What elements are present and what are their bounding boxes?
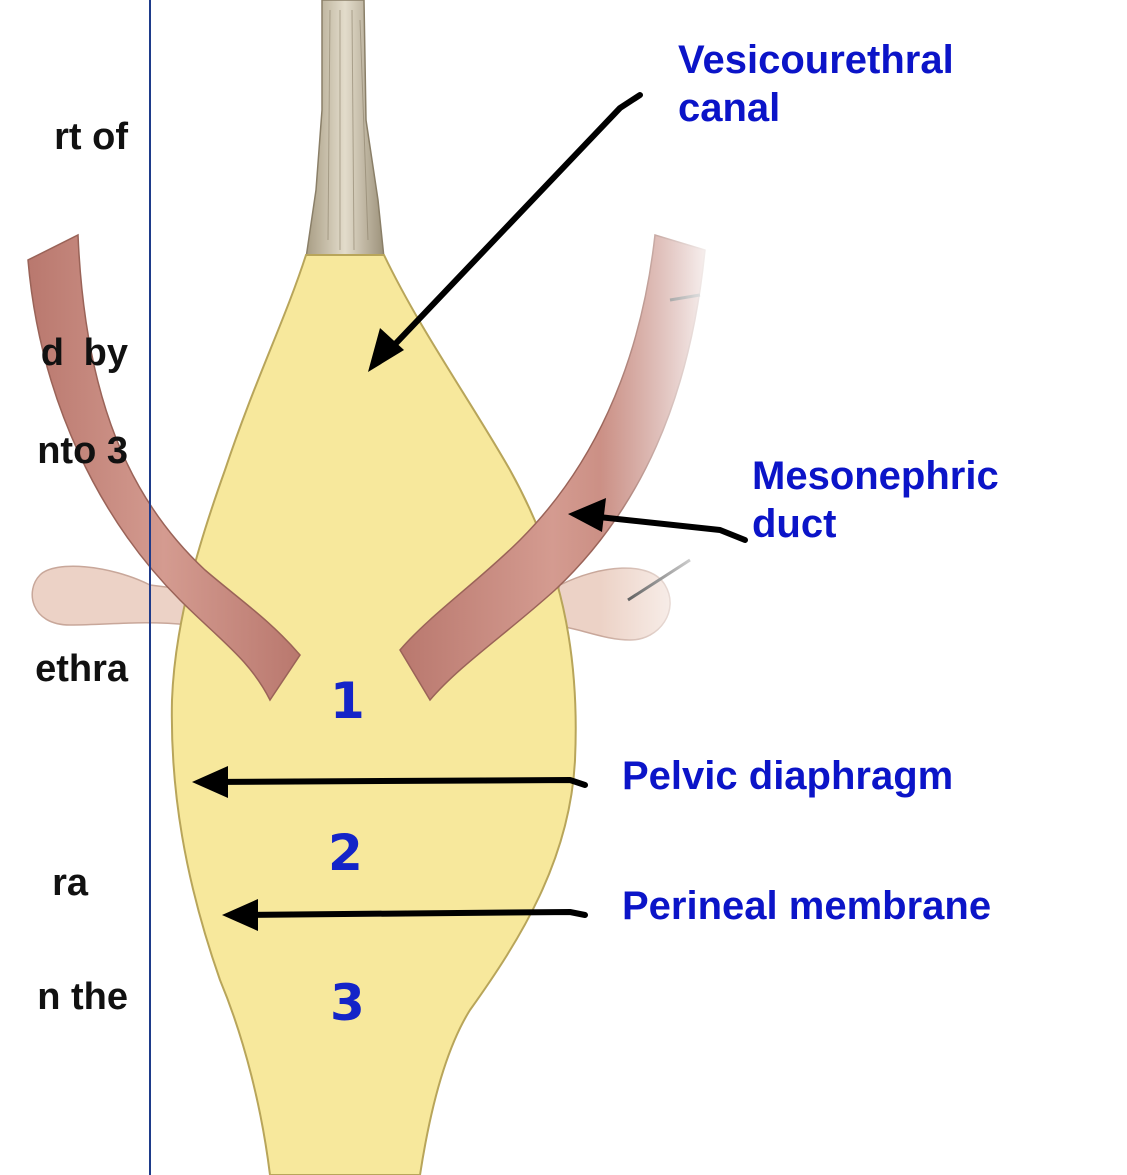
region-number-2: 2 bbox=[328, 828, 363, 878]
panel-divider bbox=[149, 0, 151, 1175]
label-mesonephric-line-2: duct bbox=[752, 500, 999, 548]
label-vesicourethral-canal: Vesicourethral canal bbox=[678, 36, 954, 132]
urogenital-sinus-body bbox=[172, 255, 576, 1175]
text-fragment-5: ethra bbox=[35, 650, 128, 688]
region-number-1: 1 bbox=[330, 676, 365, 726]
label-vesicourethral-line-1: Vesicourethral bbox=[678, 36, 954, 84]
region-number-3: 3 bbox=[330, 978, 365, 1028]
text-fragment-3: by bbox=[84, 334, 128, 372]
text-fragment-6: ra bbox=[52, 864, 88, 902]
text-fragment-1: rt of bbox=[54, 118, 128, 156]
text-fragment-7: n the bbox=[37, 978, 128, 1016]
label-vesicourethral-line-2: canal bbox=[678, 84, 954, 132]
allantois-stalk bbox=[306, 0, 384, 258]
label-perineal-membrane: Perineal membrane bbox=[622, 882, 991, 930]
perineal-membrane-arrow-line bbox=[235, 912, 585, 915]
label-mesonephric-line-1: Mesonephric bbox=[752, 452, 999, 500]
text-fragment-4: nto 3 bbox=[37, 432, 128, 470]
text-fragment-2: d bbox=[41, 334, 64, 372]
left-text-panel: rt of d by nto 3 ethra ra n the bbox=[0, 0, 150, 1175]
label-mesonephric-duct: Mesonephric duct bbox=[752, 452, 999, 548]
label-pelvic-diaphragm: Pelvic diaphragm bbox=[622, 752, 953, 800]
